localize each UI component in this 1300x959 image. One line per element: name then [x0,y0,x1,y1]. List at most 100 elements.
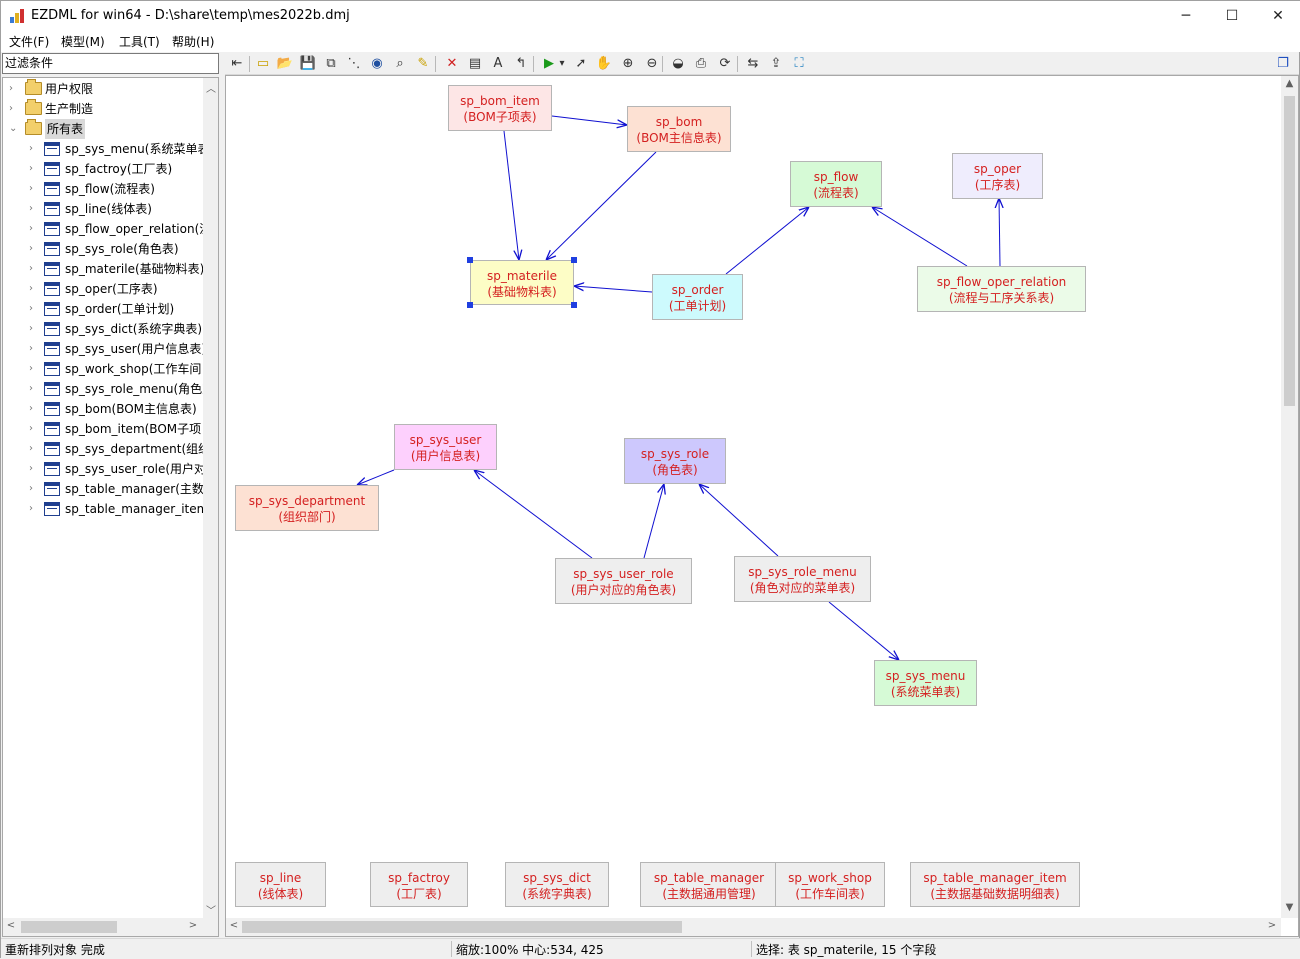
tree-item-table[interactable]: ›sp_sys_user(用户信息表) [3,339,206,359]
expand-icon[interactable]: › [29,383,33,394]
scroll-thumb[interactable] [242,921,682,933]
minimize-button[interactable]: ─ [1181,8,1191,24]
copy-icon[interactable]: ⧉ [326,56,336,71]
expand-icon[interactable]: › [29,203,33,214]
selection-handle[interactable] [571,302,577,308]
table-node-sp-oper[interactable]: sp_oper(工序表) [952,153,1043,199]
table-node-sp-sys-department[interactable]: sp_sys_department(组织部门) [235,485,379,531]
link-sp-sys-role-menu-to-sp-sys-menu[interactable] [828,601,899,660]
tree-item-table[interactable]: ›sp_order(工单计划) [3,299,202,319]
refresh-icon[interactable]: ⟳ [719,56,731,71]
tree-item-table[interactable]: ›sp_sys_role_menu(角色对 [3,379,214,399]
find-icon[interactable]: ⌕ [396,56,404,71]
globe-icon[interactable]: ◉ [371,56,383,71]
delete-icon[interactable]: ✕ [446,56,458,71]
table-node-sp-sys-role[interactable]: sp_sys_role(角色表) [624,438,726,484]
link-icon[interactable]: ↰ [515,56,527,71]
table-node-sp-sys-role-menu[interactable]: sp_sys_role_menu(角色对应的菜单表) [734,556,871,602]
expand-icon[interactable]: › [29,503,33,514]
link-sp-sys-user-to-sp-sys-department[interactable] [357,469,395,485]
tree-item-table[interactable]: ›sp_bom_item(BOM子项 [3,419,202,439]
print-icon[interactable]: ⎙ [695,56,707,71]
highlight-icon[interactable]: ✎ [417,56,429,71]
scroll-up-icon[interactable]: ▲ [1285,78,1294,89]
tree-item-table[interactable]: ›sp_bom(BOM主信息表) [3,399,202,419]
hand-icon[interactable]: ✋ [595,56,613,71]
scroll-thumb[interactable] [1284,96,1295,406]
maximize-button[interactable]: ☐ [1225,8,1239,24]
table-node-sp-line[interactable]: sp_line(线体表) [235,862,326,907]
tree-horizontal-scrollbar[interactable]: < > [3,918,218,936]
expand-icon[interactable]: › [29,403,33,414]
zoom-out-icon[interactable]: ⊖ [646,56,658,71]
link-sp-order-to-sp-materile[interactable] [574,286,653,293]
tree-item-table[interactable]: ›sp_line(线体表) [3,199,202,219]
expand-icon[interactable]: › [29,283,33,294]
link-sp-sys-user-role-to-sp-sys-user[interactable] [474,470,593,559]
table-node-sp-flow[interactable]: sp_flow(流程表) [790,161,882,207]
menu-tools[interactable]: 工具(T) [119,35,160,49]
tree-vertical-scrollbar[interactable]: ︿ ﹀ [203,78,218,918]
table-node-sp-bom-item[interactable]: sp_bom_item(BOM子项表) [448,85,552,131]
link-sp-sys-role-menu-to-sp-sys-role[interactable] [699,484,779,557]
expand-icon[interactable]: › [29,263,33,274]
expand-icon[interactable]: › [29,243,33,254]
expand-icon[interactable]: › [29,183,33,194]
scroll-down-icon[interactable]: ﹀ [206,906,216,917]
expand-icon[interactable]: › [29,463,33,474]
menu-file[interactable]: 文件(F) [9,35,50,49]
scroll-right-icon[interactable]: > [1267,920,1277,931]
table-node-sp-flow-oper-relation[interactable]: sp_flow_oper_relation(流程与工序关系表) [917,266,1086,312]
expand-icon[interactable]: › [29,223,33,234]
link-sp-bom-item-to-sp-materile[interactable] [503,130,519,260]
table-node-sp-sys-dict[interactable]: sp_sys_dict(系统字典表) [505,862,609,907]
expand-icon[interactable]: › [29,303,33,314]
table-node-sp-bom[interactable]: sp_bom(BOM主信息表) [627,106,731,152]
link-sp-bom-to-sp-materile[interactable] [546,151,657,260]
expand-icon[interactable]: › [29,443,33,454]
link-sp-order-to-sp-flow[interactable] [725,207,809,275]
expand-icon[interactable]: › [29,423,33,434]
expand-icon[interactable]: › [29,343,33,354]
tree-item-table[interactable]: ›sp_sys_dict(系统字典表) [3,319,202,339]
table-node-sp-sys-user-role[interactable]: sp_sys_user_role(用户对应的角色表) [555,558,692,604]
expand-icon[interactable]: › [29,483,33,494]
import-icon[interactable]: ⇆ [747,56,759,71]
menu-help[interactable]: 帮助(H) [172,35,215,49]
tree-item-table[interactable]: ›sp_sys_department(组织 [3,439,210,459]
fit-icon[interactable]: ⛶ [794,56,804,71]
tree-group[interactable]: ›生产制造 [3,99,202,119]
link-sp-sys-user-role-to-sp-sys-role[interactable] [643,484,664,559]
run-icon[interactable]: ▶ [544,56,554,71]
tree-item-table[interactable]: ›sp_table_manager(主数 [3,479,204,499]
table-node-sp-order[interactable]: sp_order(工单计划) [652,274,743,320]
selection-handle[interactable] [467,257,473,263]
pointer-icon[interactable]: ➚ [575,56,587,71]
canvas-vertical-scrollbar[interactable]: ▲ ▼ [1281,76,1298,918]
tree-item-table[interactable]: ›sp_sys_menu(系统菜单表 [3,139,209,159]
scroll-left-icon[interactable]: < [6,920,16,931]
box-icon[interactable]: ▤ [468,56,482,71]
layout-icon[interactable]: ⋱ [347,56,361,71]
scroll-up-icon[interactable]: ︿ [206,84,216,95]
tree-item-table[interactable]: ›sp_sys_user_role(用户对 [3,459,206,479]
new-icon[interactable]: ▭ [256,56,270,71]
link-sp-bom-item-to-sp-bom[interactable] [551,115,627,125]
table-node-sp-sys-menu[interactable]: sp_sys_menu(系统菜单表) [874,660,977,706]
table-node-sp-sys-user[interactable]: sp_sys_user(用户信息表) [394,424,497,470]
table-node-sp-materile[interactable]: sp_materile(基础物料表) [470,260,574,305]
table-node-sp-table-manager[interactable]: sp_table_manager(主数据通用管理) [640,862,778,907]
expand-icon[interactable]: › [29,363,33,374]
tree-item-table[interactable]: ›sp_table_manager_item [3,499,208,519]
canvas-horizontal-scrollbar[interactable]: < > [226,918,1281,936]
selection-handle[interactable] [467,302,473,308]
expand-icon[interactable]: › [29,323,33,334]
open-icon[interactable]: 📂 [276,56,294,71]
zoom-in-icon[interactable]: ⊕ [622,56,634,71]
tree-item-table[interactable]: ›sp_oper(工序表) [3,279,202,299]
expand-icon[interactable]: › [29,163,33,174]
view-icon[interactable]: ◒ [672,56,684,71]
tree-item-table[interactable]: ›sp_factroy(工厂表) [3,159,202,179]
expand-icon[interactable]: › [9,83,13,94]
filter-input[interactable]: 过滤条件 [2,53,219,74]
